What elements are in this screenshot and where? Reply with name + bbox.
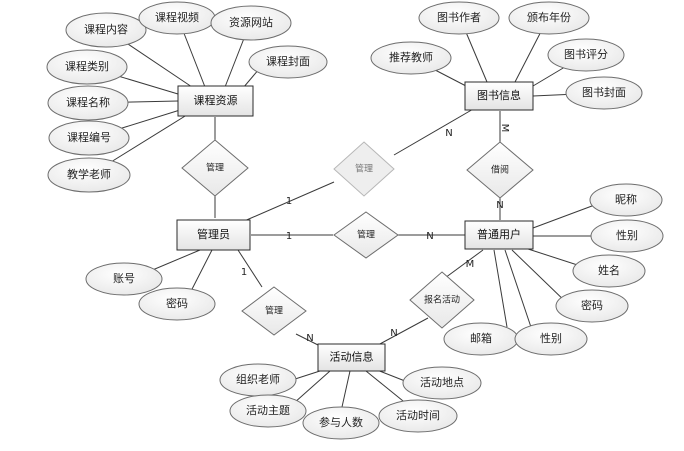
- attr-admin-password[interactable]: 密码: [138, 287, 216, 321]
- attr-label: 活动时间: [396, 409, 440, 422]
- card-signup-n: N: [390, 328, 397, 339]
- card-admin-user-n: N: [426, 231, 433, 242]
- card-borrow-m: M: [499, 124, 510, 133]
- entity-admin[interactable]: 管理员: [176, 219, 251, 251]
- attr-act-place[interactable]: 活动地点: [402, 366, 482, 400]
- edge-act-time: [365, 370, 409, 406]
- attr-label: 性别: [540, 331, 562, 345]
- attr-label: 资源网站: [229, 15, 273, 29]
- attr-label: 参与人数: [319, 415, 363, 429]
- rel-admin-activity-manage[interactable]: 管理: [241, 286, 307, 336]
- attr-course-content[interactable]: 课程内容: [65, 12, 147, 48]
- attr-nickname[interactable]: 昵称: [589, 183, 663, 217]
- attr-label: 教学老师: [67, 167, 111, 181]
- entity-label: 管理员: [197, 227, 230, 241]
- edge-admin-actmanage: [237, 249, 263, 288]
- attr-label: 活动主题: [246, 404, 290, 417]
- rel-admin-user-manage[interactable]: 管理: [333, 211, 399, 259]
- attr-label: 课程封面: [266, 54, 310, 68]
- attr-user-gender[interactable]: 性别: [590, 219, 664, 253]
- rel-label: 借阅: [491, 164, 509, 176]
- entity-label: 图书信息: [477, 88, 521, 102]
- entity-book-info[interactable]: 图书信息: [464, 81, 534, 111]
- cardinality-labels: 1 N M N 1 N 1 N M N: [241, 124, 510, 344]
- attr-label: 账号: [113, 272, 135, 285]
- attr-course-no[interactable]: 课程编号: [48, 120, 130, 156]
- attr-book-author[interactable]: 图书作者: [418, 1, 500, 35]
- attr-participants[interactable]: 参与人数: [302, 406, 380, 440]
- attr-label: 活动地点: [420, 376, 464, 389]
- edge-user-password: [511, 249, 571, 307]
- card-admin-user-1: 1: [286, 231, 292, 242]
- edge-act-place: [376, 369, 406, 382]
- attr-label: 图书封面: [582, 85, 626, 99]
- attr-account[interactable]: 账号: [85, 262, 163, 296]
- edge-email: [493, 249, 508, 328]
- attr-label: 昵称: [615, 192, 637, 206]
- entity-activity[interactable]: 活动信息: [317, 343, 386, 372]
- attr-user-password[interactable]: 密码: [555, 289, 629, 323]
- attr-label: 推荐教师: [389, 50, 433, 64]
- entity-course-resource[interactable]: 课程资源: [177, 85, 254, 117]
- rel-admin-book-manage[interactable]: 管理: [333, 141, 395, 197]
- edge-actmanage-activity: [295, 333, 319, 346]
- attr-course-type[interactable]: 课程类别: [46, 49, 128, 85]
- entity-label: 课程资源: [194, 93, 238, 107]
- attr-label: 颁布年份: [527, 10, 571, 24]
- rel-signup-activity[interactable]: 报名活动: [409, 271, 475, 329]
- card-borrow-n: N: [496, 200, 503, 211]
- attr-label: 图书作者: [437, 11, 481, 24]
- attr-label: 课程类别: [65, 59, 109, 73]
- rel-label: 管理: [206, 162, 224, 174]
- attr-label: 图书评分: [564, 48, 608, 61]
- attr-label: 密码: [166, 296, 188, 310]
- attr-recommend-teacher[interactable]: 推荐教师: [370, 41, 452, 75]
- edge-bookmanage-book: [393, 107, 476, 156]
- rel-label: 管理: [357, 229, 375, 241]
- entity-label: 活动信息: [330, 350, 374, 364]
- edge-signup-activity: [377, 317, 429, 346]
- edge-user-gender2: [504, 249, 536, 340]
- attr-book-rating[interactable]: 图书评分: [547, 38, 625, 72]
- card-admin-activity-n: N: [306, 333, 313, 344]
- attr-label: 邮箱: [470, 331, 492, 345]
- attr-label: 课程视频: [155, 10, 199, 24]
- attr-label: 密码: [581, 298, 603, 312]
- attr-organizer[interactable]: 组织老师: [219, 363, 297, 397]
- card-signup-m: M: [466, 259, 475, 270]
- entity-label: 普通用户: [477, 227, 521, 241]
- attr-user-name[interactable]: 姓名: [572, 254, 646, 288]
- card-admin-activity-1: 1: [241, 267, 247, 278]
- attr-course-cover[interactable]: 课程封面: [248, 45, 328, 79]
- card-admin-book-1: 1: [286, 196, 292, 207]
- attr-act-time[interactable]: 活动时间: [378, 399, 458, 433]
- rel-admin-course-manage[interactable]: 管理: [181, 139, 249, 197]
- rel-borrow[interactable]: 借阅: [466, 141, 534, 199]
- attr-course-video[interactable]: 课程视频: [138, 1, 216, 35]
- rel-label: 管理: [355, 163, 373, 175]
- attr-label: 组织老师: [236, 372, 280, 386]
- rel-label: 管理: [265, 305, 283, 317]
- attr-email[interactable]: 邮箱: [443, 322, 519, 356]
- attr-resource-site[interactable]: 资源网站: [210, 5, 292, 41]
- attr-publish-year[interactable]: 颁布年份: [508, 1, 590, 35]
- entity-user[interactable]: 普通用户: [464, 220, 534, 250]
- card-admin-book-n: N: [445, 128, 452, 139]
- edge-participants: [341, 370, 351, 408]
- attr-label: 姓名: [598, 263, 620, 277]
- attr-label: 课程编号: [67, 130, 111, 144]
- attr-label: 课程内容: [84, 22, 128, 36]
- edge-organizer: [291, 369, 324, 381]
- attr-book-cover[interactable]: 图书封面: [565, 76, 643, 110]
- edge-admin-bookmanage: [241, 181, 335, 223]
- rel-label: 报名活动: [424, 294, 460, 306]
- attr-user-gender2[interactable]: 性别: [514, 322, 588, 356]
- attr-course-name[interactable]: 课程名称: [47, 85, 129, 121]
- attr-label: 课程名称: [66, 95, 110, 109]
- attr-act-theme[interactable]: 活动主题: [229, 394, 307, 428]
- attr-teacher[interactable]: 教学老师: [47, 157, 131, 193]
- attr-label: 性别: [616, 228, 638, 242]
